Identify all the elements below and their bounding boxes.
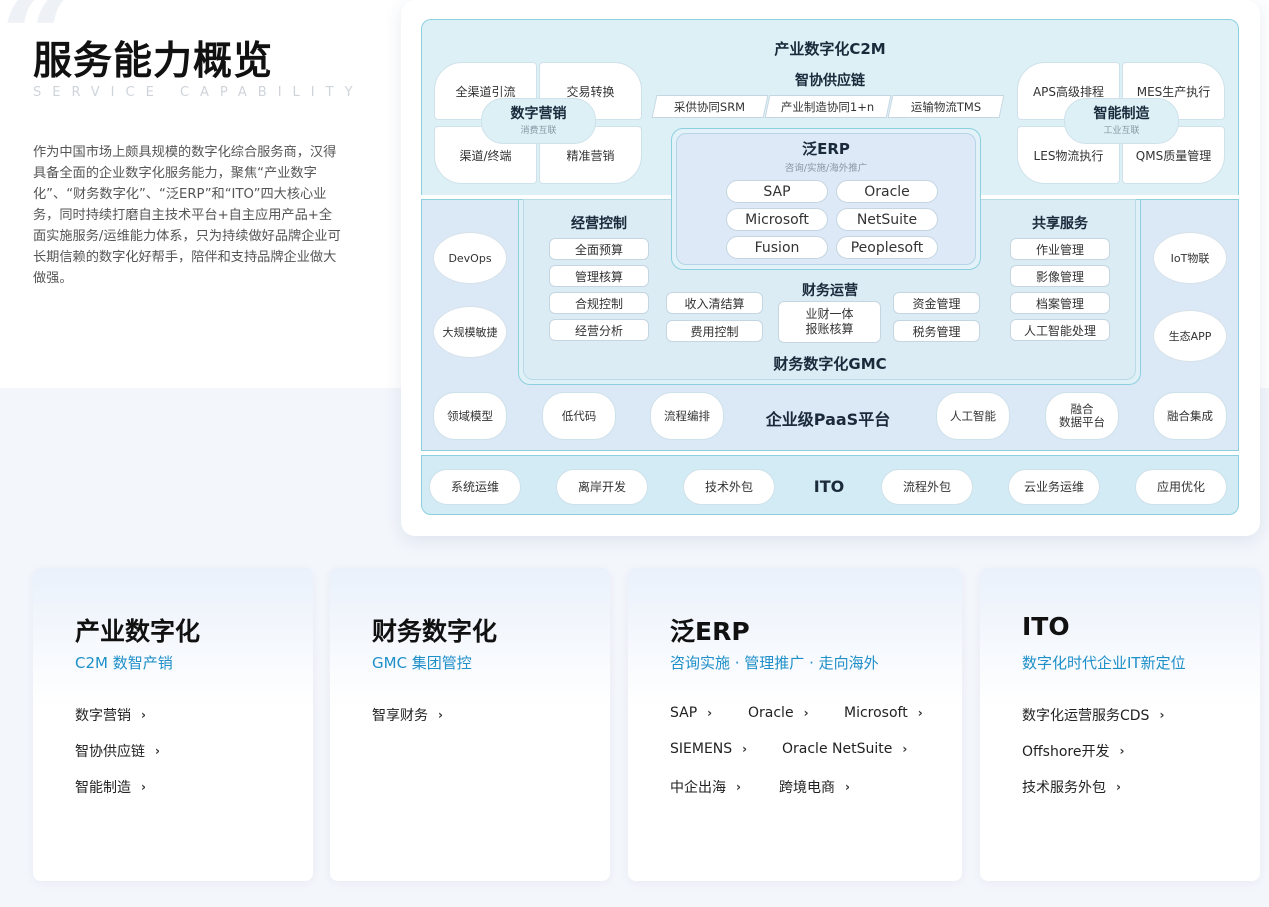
finance-center: 业财一体 报账核算: [778, 301, 881, 343]
erp-item: Oracle: [836, 180, 938, 203]
page-subtitle: SERVICE CAPABILITY: [33, 85, 364, 100]
supply-chain-title: 智协供应链: [795, 73, 865, 89]
card-link[interactable]: 跨境电商›: [779, 780, 850, 796]
finance-item: 税务管理: [893, 320, 980, 342]
card-link[interactable]: Oracle›: [748, 705, 809, 721]
card-link[interactable]: 智享财务›: [372, 708, 443, 724]
shared-item: 档案管理: [1010, 292, 1110, 314]
chevron-right-icon: ›: [742, 742, 748, 756]
shared-item: 影像管理: [1010, 265, 1110, 287]
card-link[interactable]: 技术服务外包›: [1022, 780, 1121, 796]
paas-side-item: 大规模敏捷: [433, 306, 507, 358]
ito-item: 云业务运维: [1008, 469, 1100, 505]
control-item: 合规控制: [549, 292, 649, 314]
marketing-hub: 数字营销 消费互联: [481, 98, 596, 144]
control-item: 管理核算: [549, 265, 649, 287]
card-link[interactable]: 数字营销›: [75, 708, 146, 724]
card-link[interactable]: Offshore开发›: [1022, 744, 1125, 760]
chevron-right-icon: ›: [155, 744, 160, 758]
card-title: 产业数字化: [75, 617, 201, 646]
ito-item: 离岸开发: [556, 469, 648, 505]
service-diagram: 产业数字化C2M 智协供应链 采供协同SRM 产业制造协同1+n 运输物流TMS…: [401, 0, 1260, 536]
manufacturing-sub: 工业互联: [1103, 126, 1140, 136]
paas-side-item: DevOps: [433, 232, 507, 284]
manufacturing-hub: 智能制造 工业互联: [1064, 98, 1179, 144]
card-title: 泛ERP: [670, 617, 750, 646]
erp-item: Fusion: [726, 236, 828, 259]
paas-item: 领域模型: [433, 392, 507, 440]
card-link[interactable]: 中企出海›: [670, 780, 741, 796]
paas-item: 融合 数据平台: [1045, 392, 1119, 440]
quote-mark-decoration: “: [2, 0, 77, 113]
card-title: 财务数字化: [372, 617, 498, 646]
card-link[interactable]: Oracle NetSuite›: [782, 741, 908, 757]
chevron-right-icon: ›: [1159, 708, 1165, 722]
chevron-right-icon: ›: [1119, 744, 1125, 758]
erp-title: 泛ERP: [802, 140, 850, 158]
shared-title: 共享服务: [1032, 216, 1088, 232]
card-subtitle: C2M 数智产销: [75, 654, 173, 672]
card-link[interactable]: SAP›: [670, 705, 713, 721]
supply-item: 运输物流TMS: [887, 95, 1005, 118]
card-link[interactable]: 数字化运营服务CDS›: [1022, 708, 1165, 724]
supply-item: 产业制造协同1+n: [764, 95, 892, 118]
card-subtitle: GMC 集团管控: [372, 654, 472, 672]
paas-item: 人工智能: [936, 392, 1010, 440]
chevron-right-icon: ›: [803, 706, 809, 720]
ito-item: 系统运维: [429, 469, 521, 505]
paas-title: 企业级PaaS平台: [765, 410, 891, 429]
finance-item: 资金管理: [893, 292, 980, 314]
shared-item: 作业管理: [1010, 238, 1110, 260]
intro-paragraph: 作为中国市场上颇具规模的数字化综合服务商，汉得具备全面的企业数字化服务能力，聚焦…: [33, 145, 341, 286]
chevron-right-icon: ›: [141, 780, 146, 794]
erp-item: NetSuite: [836, 208, 938, 231]
chevron-right-icon: ›: [736, 780, 741, 794]
card-ito[interactable]: ITO 数字化时代企业IT新定位 数字化运营服务CDS› Offshore开发›…: [980, 568, 1260, 881]
card-subtitle: 咨询实施 · 管理推广 · 走向海外: [670, 654, 879, 672]
card-link[interactable]: Microsoft›: [844, 705, 923, 721]
chevron-right-icon: ›: [1116, 780, 1121, 794]
paas-item: 流程编排: [650, 392, 724, 440]
card-finance[interactable]: 财务数字化 GMC 集团管控 智享财务›: [330, 568, 610, 881]
paas-side-item: IoT物联: [1153, 232, 1227, 284]
paas-item: 低代码: [542, 392, 616, 440]
gmc-title: 财务数字化GMC: [773, 355, 887, 373]
card-erp[interactable]: 泛ERP 咨询实施 · 管理推广 · 走向海外 SAP› Oracle› Mic…: [628, 568, 962, 881]
paas-side-item: 生态APP: [1153, 310, 1227, 362]
finance-item: 费用控制: [666, 320, 763, 342]
finance-title: 财务运营: [802, 283, 858, 299]
chevron-right-icon: ›: [438, 708, 443, 722]
control-title: 经营控制: [571, 216, 627, 232]
card-title: ITO: [1022, 612, 1070, 641]
marketing-name: 数字营销: [510, 106, 567, 122]
chevron-right-icon: ›: [845, 780, 850, 794]
erp-subtitle: 咨询/实施/海外推广: [784, 163, 868, 174]
card-subtitle: 数字化时代企业IT新定位: [1022, 654, 1186, 672]
marketing-sub: 消费互联: [520, 126, 557, 136]
control-item: 全面预算: [549, 238, 649, 260]
supply-item: 采供协同SRM: [651, 95, 769, 118]
erp-item: Microsoft: [726, 208, 828, 231]
chevron-right-icon: ›: [707, 706, 713, 720]
c2m-title: 产业数字化C2M: [774, 40, 886, 58]
chevron-right-icon: ›: [141, 708, 146, 722]
card-link[interactable]: 智能制造›: [75, 780, 146, 796]
ito-item: 应用优化: [1135, 469, 1227, 505]
control-item: 经营分析: [549, 319, 649, 341]
paas-item: 融合集成: [1153, 392, 1227, 440]
ito-item: 技术外包: [683, 469, 775, 505]
chevron-right-icon: ›: [902, 742, 908, 756]
manufacturing-name: 智能制造: [1093, 106, 1150, 122]
card-link[interactable]: SIEMENS›: [670, 741, 748, 757]
finance-item: 收入清结算: [666, 292, 763, 314]
ito-title: ITO: [813, 477, 845, 496]
shared-item: 人工智能处理: [1010, 319, 1110, 341]
card-link[interactable]: 智协供应链›: [75, 744, 160, 760]
card-industry[interactable]: 产业数字化 C2M 数智产销 数字营销› 智协供应链› 智能制造›: [33, 568, 313, 881]
ito-item: 流程外包: [881, 469, 973, 505]
chevron-right-icon: ›: [917, 706, 923, 720]
erp-item: Peoplesoft: [836, 236, 938, 259]
page-title: 服务能力概览: [33, 39, 274, 84]
erp-item: SAP: [726, 180, 828, 203]
